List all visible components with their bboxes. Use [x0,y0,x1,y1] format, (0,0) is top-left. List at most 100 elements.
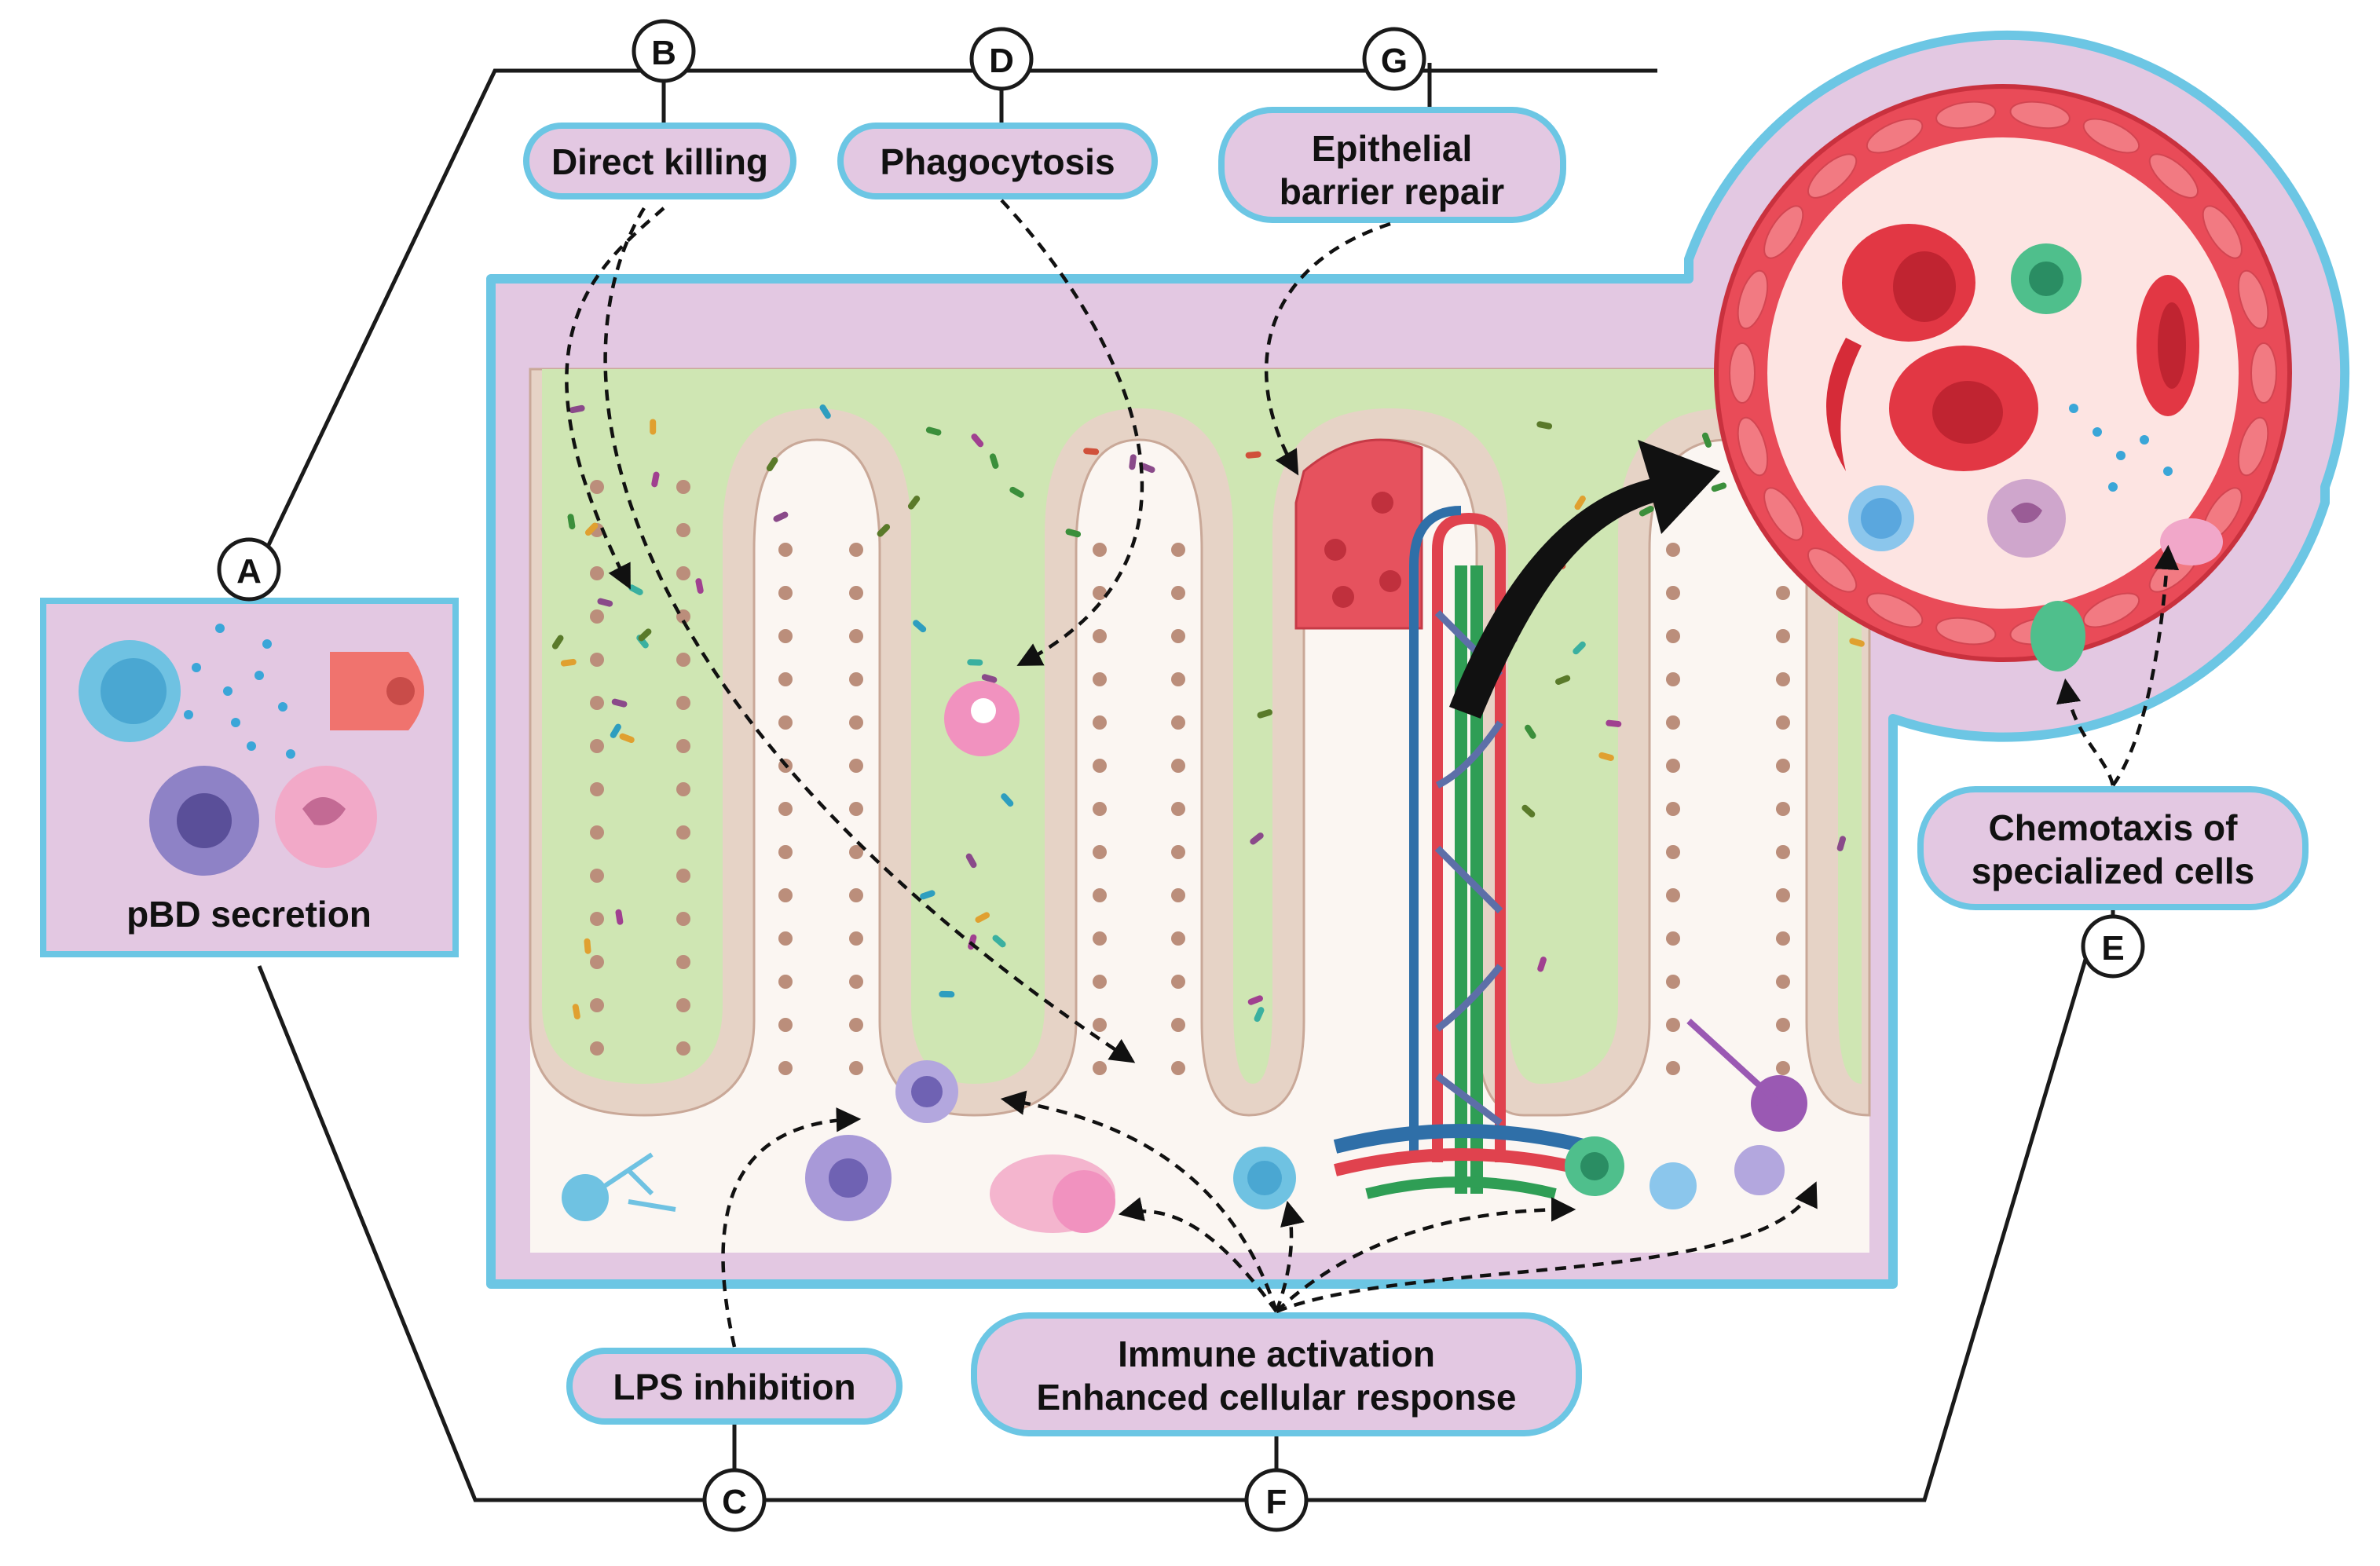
epithelial-nucleus [849,759,863,773]
bacterium [989,453,999,469]
marker-e-text: E [2101,929,2124,968]
bacterium [1254,1007,1265,1023]
bacterium [695,578,704,595]
epithelial-nucleus [590,782,604,796]
capillary-network [1333,506,1589,1199]
arrow-direct-killing-2 [603,207,1136,1063]
bacterium [907,496,921,510]
epithelial-nucleus [849,586,863,600]
bacterium [611,698,628,708]
epithelial-nucleus [676,653,690,667]
bacterium [584,522,599,536]
bacterium [628,584,643,595]
bacterium [773,511,789,522]
epithelial-nucleus [778,931,793,946]
epithelial-nucleus [676,869,690,883]
bacterium [615,909,624,925]
bacterium [1598,752,1614,761]
marker-a: A [217,537,281,602]
arrow-immune-3 [1274,1200,1305,1312]
epithelial-nucleus [1666,1061,1680,1075]
arrow-lps [721,1107,862,1348]
bacterium [651,471,660,488]
epithelial-nucleus [1776,888,1790,902]
epithelial-nucleus [676,825,690,840]
epithelial-nucleus [676,782,690,796]
bacterium [638,628,652,642]
bacterium [610,723,621,738]
epithelial-nucleus [1093,759,1107,773]
marker-f: F [1244,1468,1309,1532]
epithelial-nucleus [676,480,690,494]
blood-vessel-cross-section [1714,84,2292,671]
bacterium [925,426,942,436]
arrow-immune-1 [1000,1090,1279,1312]
epithelial-nucleus [1776,845,1790,859]
epithelial-nucleus [1093,888,1107,902]
epithelial-nucleus [676,696,690,710]
endothelial-cell [1737,416,1769,477]
epithelial-nucleus [1666,845,1680,859]
marker-g: G [1362,27,1426,91]
lps-inhibition-box: LPS inhibition [566,1348,903,1425]
direct-killing-label: Direct killing [551,141,768,182]
bacterium [981,674,998,683]
bacterium [1247,995,1263,1005]
chemotaxis-box: Chemotaxis of specialized cells [1917,786,2309,910]
epithelial-nucleus [1171,586,1185,600]
bacterium [560,658,577,667]
epithelial-nucleus [1171,845,1185,859]
epithelial-nucleus [1093,1018,1107,1032]
bacterium [766,457,778,472]
arrow-phagocytosis [1000,199,1144,666]
endothelial-cell [2009,101,2071,130]
endothelial-cell [2250,342,2277,404]
endothelial-cell [1729,342,1756,404]
epithelial-nucleus [778,672,793,686]
bacterium [572,1004,580,1020]
immune-label-line1: Immune activation [1118,1334,1435,1374]
bacterium [1554,675,1571,685]
epithelial-nucleus [1093,931,1107,946]
epithelial-nucleus [676,955,690,969]
epithelial-nucleus [778,715,793,730]
immune-activation-box: Immune activation Enhanced cellular resp… [971,1312,1582,1436]
epithelial-nucleus [1666,759,1680,773]
epithelial-nucleus [676,912,690,926]
endothelial-cell [2202,205,2243,259]
epithelial-nucleus [1171,672,1185,686]
phagocytosis-box: Phagocytosis [837,123,1158,199]
bacterium [1257,709,1272,719]
bacterium [1536,421,1553,430]
epithelial-nucleus [676,566,690,580]
epithelial-nucleus [1093,672,1107,686]
epithelial-nucleus [1776,586,1790,600]
epithelial-nucleus [1666,629,1680,643]
arrow-direct-killing-1 [565,207,665,590]
epithelial-nucleus [849,931,863,946]
bacteria-cluster [551,404,1865,1023]
bacterium [1849,638,1865,647]
bacterium [1065,529,1082,538]
bacterium [1574,496,1586,510]
epithelial-nucleus [590,1041,604,1056]
epithelial-nucleus [1666,888,1680,902]
arrow-chemotaxis-2 [2111,544,2180,787]
epithelial-nucleus [590,653,604,667]
bacterium [877,524,891,537]
damaged-epithelium [1294,438,1423,630]
epithelial-nucleus [1093,629,1107,643]
bacterium [1140,463,1155,474]
marker-b-text: B [651,34,676,72]
epithelial-nucleus [590,869,604,883]
bacterium [1525,724,1536,739]
endothelial-cell [1763,205,1804,259]
marker-f-text: F [1266,1483,1287,1521]
epithelial-nucleus [590,480,604,494]
endothelial-cell [1866,118,1924,154]
epithelial-nucleus [590,955,604,969]
epithelial-nucleus [1776,629,1790,643]
bacterium [965,853,977,869]
epithelial-nucleus [1171,715,1185,730]
